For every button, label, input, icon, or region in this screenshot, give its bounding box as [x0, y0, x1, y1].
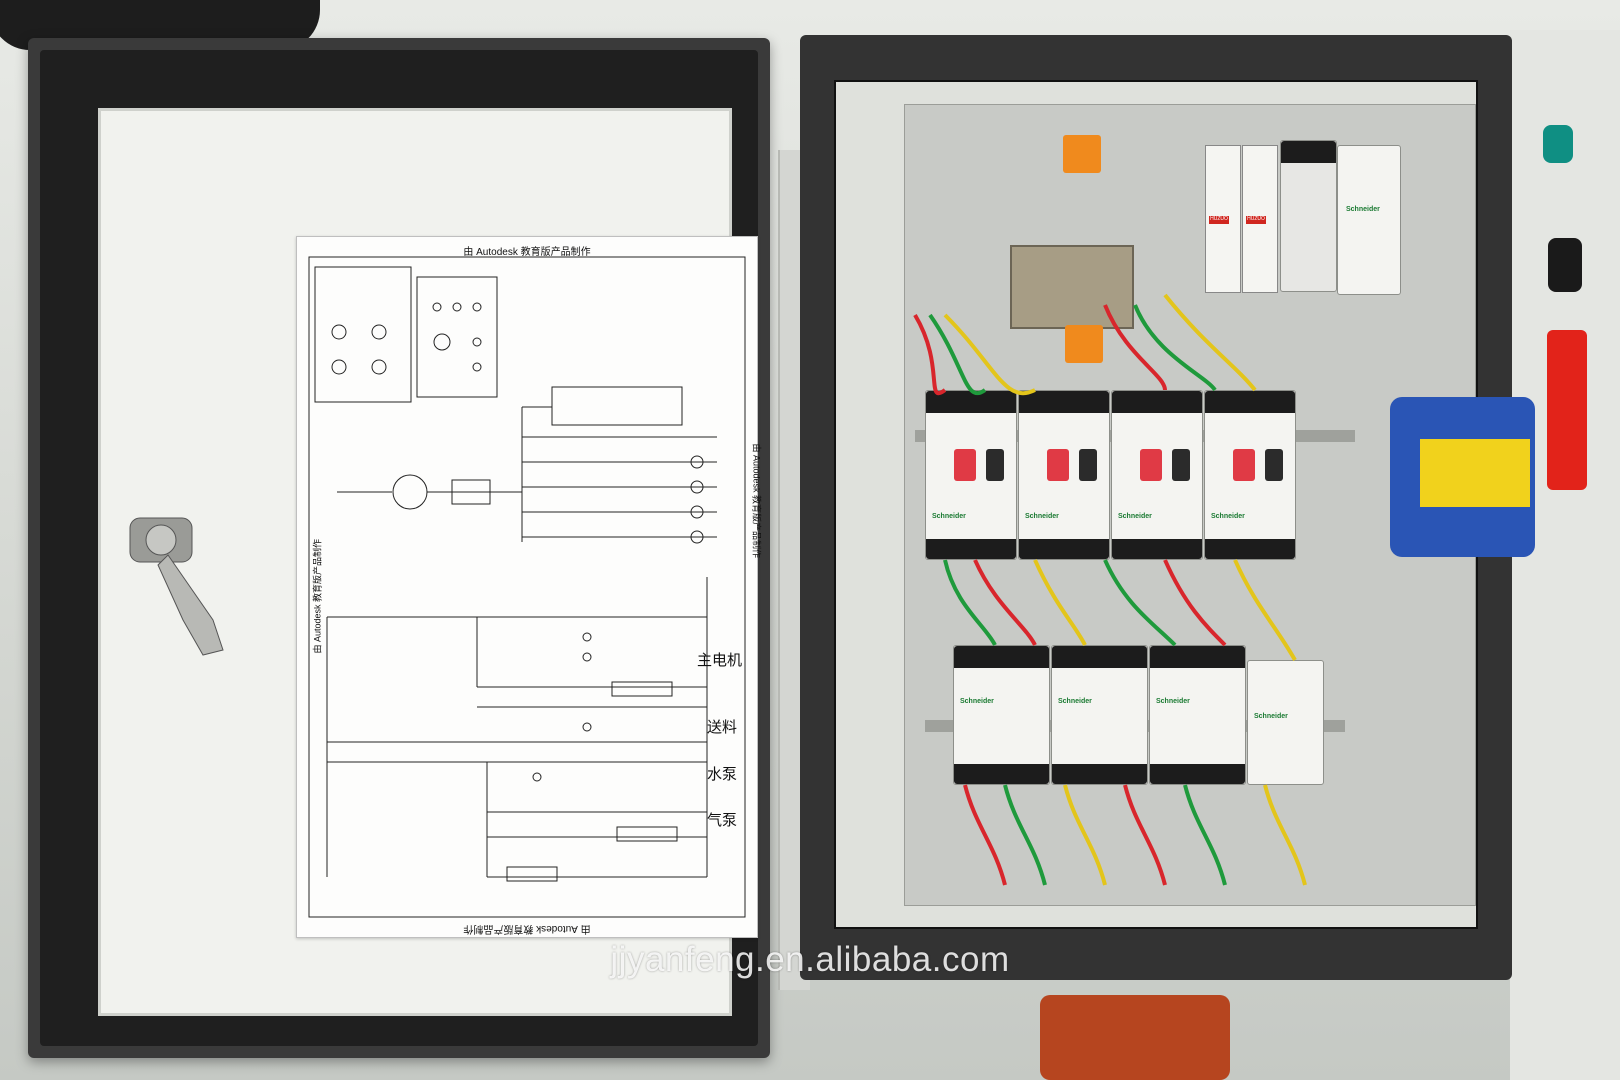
- relay-module: [1280, 140, 1337, 292]
- motor-breaker-3[interactable]: Schneider: [1111, 390, 1203, 560]
- stop-button-4[interactable]: [1233, 449, 1255, 481]
- watermark-text: jjyanfeng.en.alibaba.com: [610, 940, 1010, 979]
- orange-pipe: [1040, 995, 1230, 1080]
- label-feed: 送料: [707, 719, 738, 736]
- wiring: [913, 293, 1307, 886]
- cabinet-interior: HUZUO HUZUO Schneider Schneider: [834, 80, 1535, 929]
- rotary-selector-switch[interactable]: [1390, 397, 1535, 557]
- indicator-light-teal: [1543, 125, 1573, 163]
- label-main-motor: 主电机: [697, 652, 743, 669]
- fuse-holder-1: HUZUO: [1205, 145, 1241, 293]
- start-button-4[interactable]: [1265, 449, 1283, 481]
- door-inner-panel: 由 Autodesk 教育版产品制作 由 Autodesk 教育版产品制作 由 …: [98, 108, 762, 1016]
- terminal-block-bottom: [1065, 325, 1103, 363]
- diagram-drawing: [308, 256, 746, 918]
- stop-button-3[interactable]: [1140, 449, 1162, 481]
- stop-button-1[interactable]: [954, 449, 976, 481]
- start-button-3[interactable]: [1172, 449, 1190, 481]
- electrical-cabinet: HUZUO HUZUO Schneider Schneider: [800, 35, 1535, 980]
- mounting-plate: HUZUO HUZUO Schneider Schneider: [904, 104, 1535, 906]
- contactor-1: Schneider: [953, 645, 1050, 785]
- diagram-title: 由 Autodesk 教育版产品制作: [463, 247, 591, 258]
- door-latch-handle[interactable]: [128, 500, 228, 670]
- label-water-pump: 水泵: [707, 766, 738, 783]
- start-button-2[interactable]: [1079, 449, 1097, 481]
- motor-breaker-2[interactable]: Schneider: [1018, 390, 1110, 560]
- contactor-2: Schneider: [1051, 645, 1148, 785]
- fuse-holder-2: HUZUO: [1242, 145, 1278, 293]
- start-button-1[interactable]: [986, 449, 1004, 481]
- rotary-switch-label: [1420, 439, 1530, 507]
- black-knob: [1548, 238, 1582, 292]
- motor-breaker-4[interactable]: Schneider: [1204, 390, 1296, 560]
- motor-breaker-1[interactable]: Schneider: [925, 390, 1017, 560]
- contactor-4: Schneider: [1247, 660, 1324, 785]
- red-emergency-switch: [1547, 330, 1587, 490]
- contactor-3: Schneider: [1149, 645, 1246, 785]
- contactor-small-top: Schneider: [1337, 145, 1401, 295]
- terminal-block-top: [1063, 135, 1101, 173]
- wiring-diagram-sheet: 由 Autodesk 教育版产品制作 由 Autodesk 教育版产品制作 由 …: [296, 236, 762, 938]
- control-transformer: [1010, 245, 1134, 329]
- stop-button-2[interactable]: [1047, 449, 1069, 481]
- label-air-pump: 气泵: [707, 812, 738, 829]
